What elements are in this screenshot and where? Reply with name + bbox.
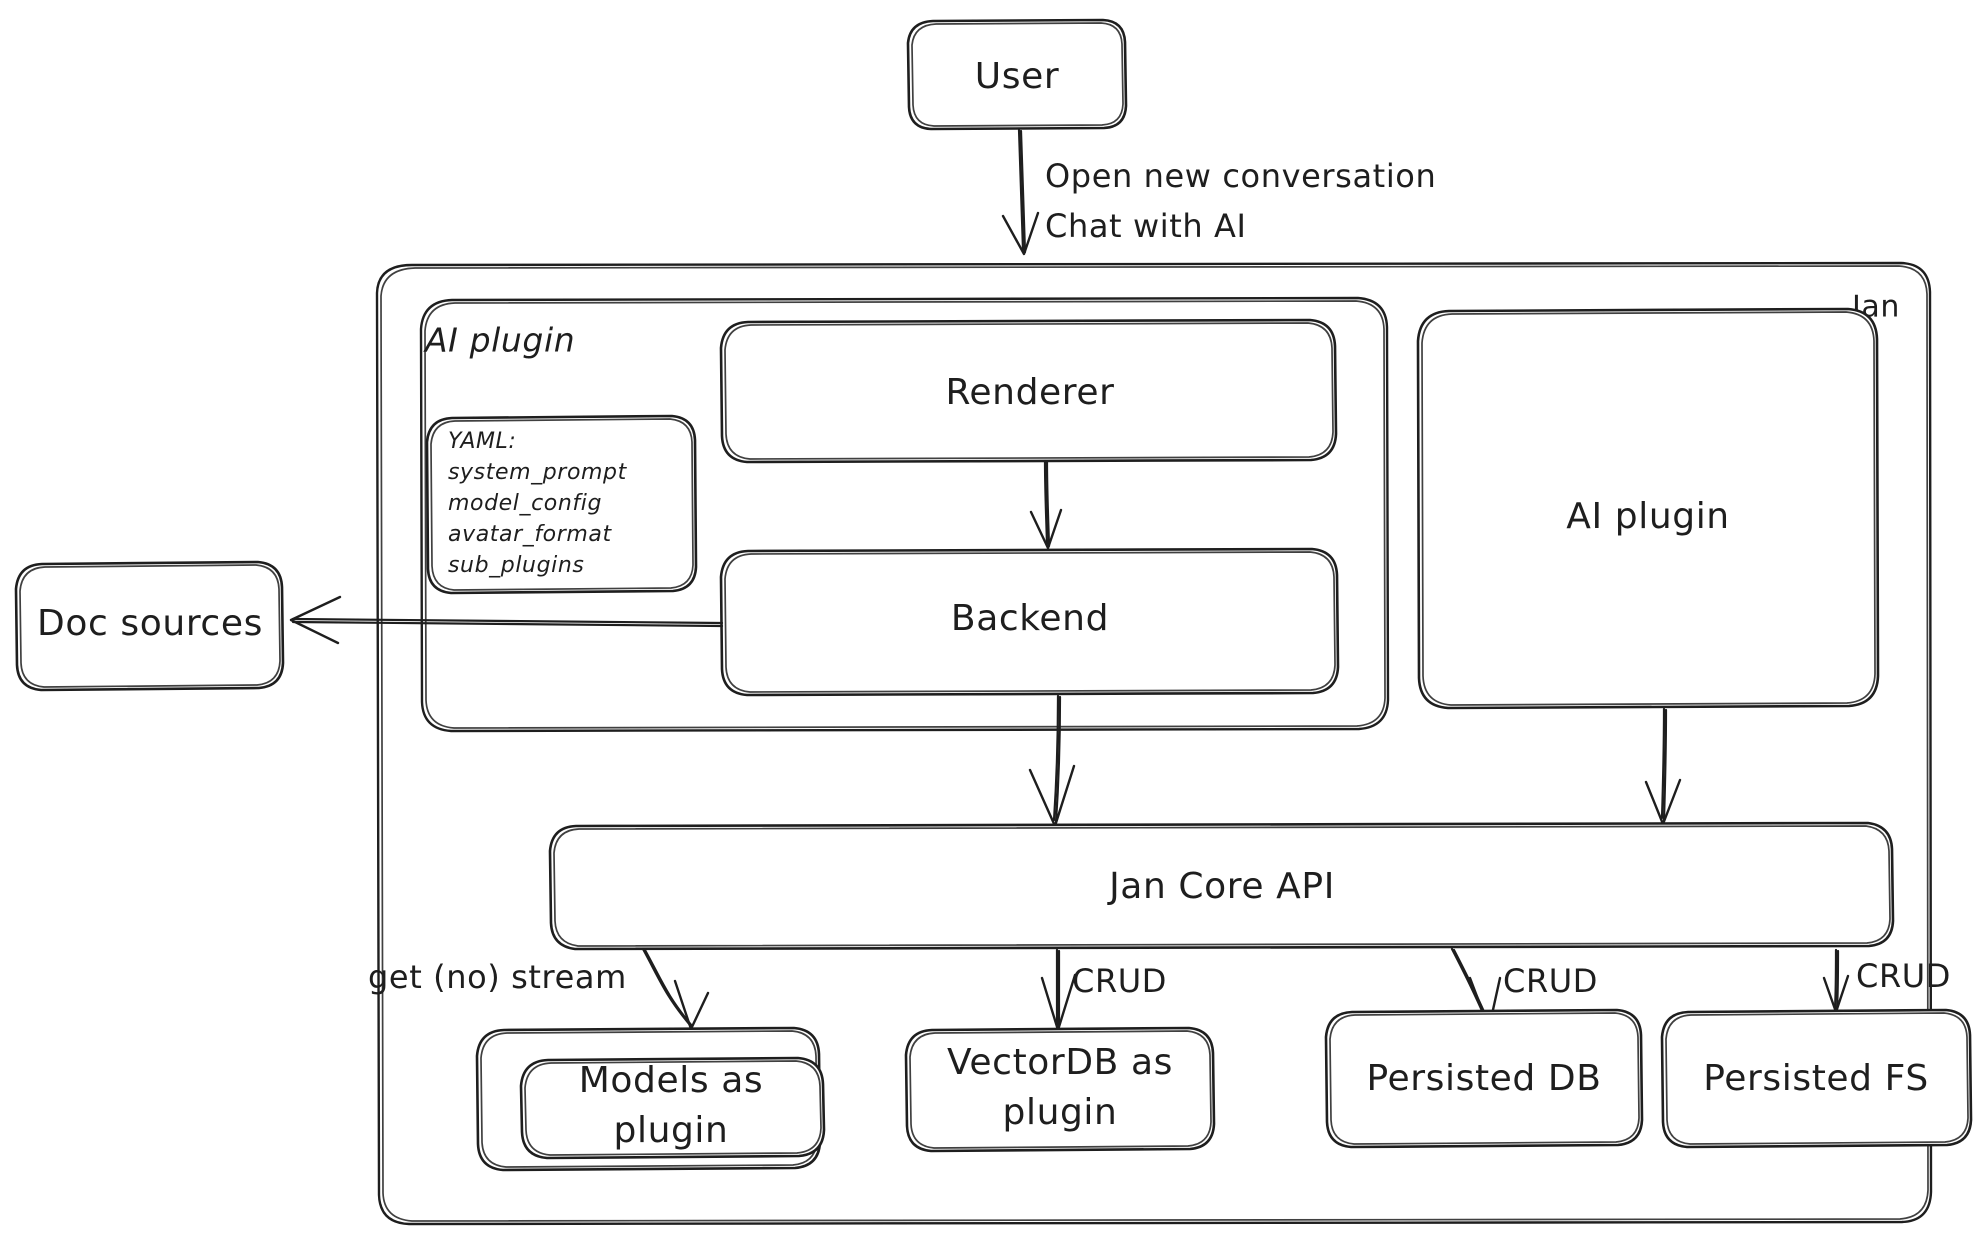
node-persisted-fs[interactable]: Persisted FS xyxy=(1660,1008,1973,1149)
edge-user-to-renderer-label-line2: Chat with AI xyxy=(1045,207,1247,245)
edge-ai-plugin-to-core-api xyxy=(1644,707,1682,826)
node-vectordb-as-plugin[interactable]: VectorDB as plugin xyxy=(904,1026,1216,1153)
node-jan-core-api[interactable]: Jan Core API xyxy=(548,821,1895,951)
container-ai-plugin-group-label: AI plugin xyxy=(423,321,575,360)
node-ai-plugin-label: AI plugin xyxy=(1566,496,1729,537)
container-ai-plugin-group[interactable]: AI plugin xyxy=(419,296,1390,733)
node-user[interactable]: User xyxy=(906,18,1128,131)
edge-renderer-to-backend xyxy=(1029,459,1063,550)
node-models-as-plugin[interactable]: Models as plugin xyxy=(475,1026,826,1172)
note-yaml-config[interactable]: YAML: system_prompt model_config avatar_… xyxy=(425,414,698,595)
node-models-as-plugin-label-line1: Models as xyxy=(579,1060,764,1101)
edge-core-api-to-vectordb[interactable]: CRUD xyxy=(1040,948,1167,1032)
edge-core-api-to-persisted-fs-label: CRUD xyxy=(1856,957,1951,995)
node-backend-label: Backend xyxy=(951,598,1109,639)
edge-core-api-to-vectordb-label: CRUD xyxy=(1072,962,1167,1000)
edge-user-to-renderer-label-line1: Open new conversation xyxy=(1045,157,1436,195)
node-user-label: User xyxy=(975,56,1059,97)
node-vectordb-as-plugin-label-line1: VectorDB as xyxy=(947,1042,1173,1083)
node-renderer-label: Renderer xyxy=(945,372,1114,413)
edge-core-api-to-persisted-db-label: CRUD xyxy=(1503,962,1598,1000)
container-jan[interactable]: Jan xyxy=(375,261,1933,1226)
edge-core-api-to-models-label: get (no) stream xyxy=(368,958,627,996)
note-yaml-line-2: avatar_format xyxy=(448,522,612,547)
node-persisted-db[interactable]: Persisted DB xyxy=(1324,1008,1644,1149)
node-ai-plugin[interactable]: AI plugin xyxy=(1416,307,1880,710)
node-jan-core-api-label: Jan Core API xyxy=(1107,866,1335,907)
edge-user-to-renderer[interactable]: Open new conversation Chat with AI xyxy=(1001,128,1436,256)
note-yaml-title: YAML: xyxy=(448,429,516,454)
note-yaml-line-1: model_config xyxy=(448,491,602,516)
edge-core-api-to-persisted-fs[interactable]: CRUD xyxy=(1822,948,1951,1014)
node-persisted-db-label: Persisted DB xyxy=(1366,1058,1601,1099)
edge-core-api-to-models[interactable]: get (no) stream xyxy=(368,947,710,1031)
node-vectordb-as-plugin-label-line2: plugin xyxy=(1003,1092,1118,1133)
node-doc-sources-label: Doc sources xyxy=(37,603,263,644)
node-backend[interactable]: Backend xyxy=(719,547,1340,697)
note-yaml-line-0: system_prompt xyxy=(448,460,628,485)
node-models-as-plugin-label-line2: plugin xyxy=(614,1110,729,1151)
note-yaml-line-3: sub_plugins xyxy=(448,553,584,578)
node-persisted-fs-label: Persisted FS xyxy=(1703,1058,1929,1099)
node-doc-sources[interactable]: Doc sources xyxy=(14,560,285,692)
edge-backend-to-doc-sources xyxy=(289,595,724,645)
edge-backend-to-core-api xyxy=(1028,694,1076,828)
node-renderer[interactable]: Renderer xyxy=(719,318,1338,464)
